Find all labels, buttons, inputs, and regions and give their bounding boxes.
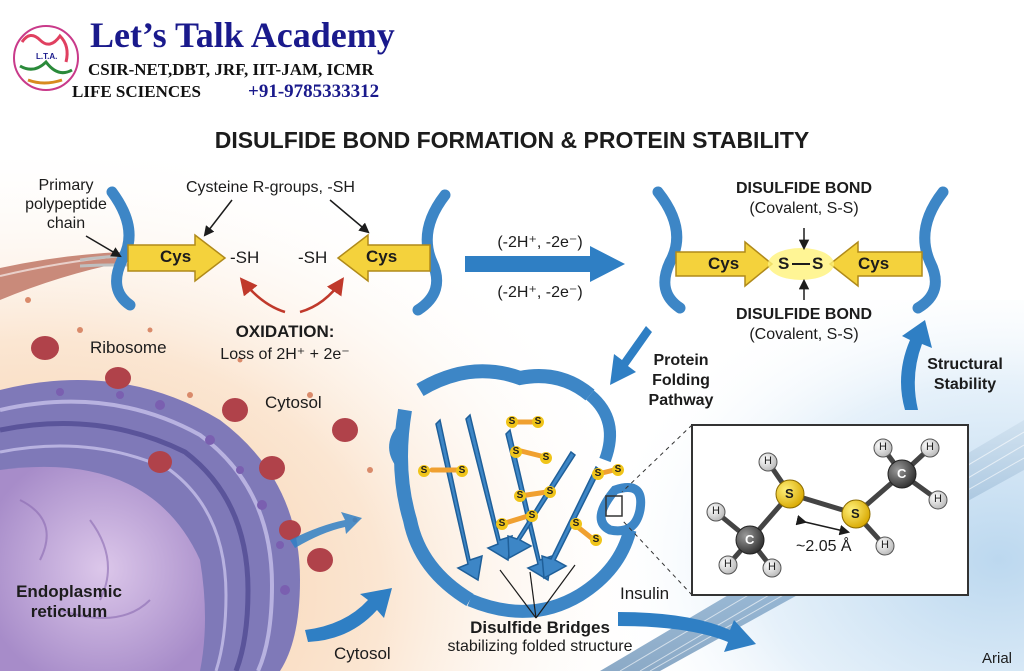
- protein-bridge-s-1: S: [532, 416, 544, 428]
- protein-bridge-s-12: S: [570, 518, 582, 530]
- reaction-label-bottom: (-2H⁺, -2e⁻): [497, 284, 583, 301]
- atom-label-h7: H: [926, 441, 934, 453]
- atom-label-c2: C: [897, 466, 907, 481]
- bridges-sub: stabilizing folded structure: [447, 638, 633, 655]
- protein-bridge-s-10: S: [496, 518, 508, 530]
- protein-bridge-s-9: S: [612, 464, 624, 476]
- folding-pathway-2: Folding: [652, 372, 710, 389]
- atom-label-h4: H: [764, 455, 772, 467]
- folding-pathway-3: Pathway: [648, 392, 714, 409]
- protein-bridge-s-3: S: [540, 452, 552, 464]
- brand-logo: [13, 25, 79, 91]
- protein-bridge-s-11: S: [526, 510, 538, 522]
- protein-bridge-s-5: S: [456, 465, 468, 477]
- label-primary-chain-2: polypeptide: [25, 196, 107, 213]
- protein-bridge-s-8: S: [592, 468, 604, 480]
- label-cys-left: Cys: [160, 247, 192, 266]
- reaction-arrow: [465, 246, 625, 282]
- brand-phone: +91-9785333312: [248, 81, 380, 102]
- bond-sub-bottom: (Covalent, S-S): [749, 326, 859, 343]
- protein-bridge-s-4: S: [418, 465, 430, 477]
- oxidation-detail: Loss of 2H⁺ + 2e⁻: [220, 346, 350, 363]
- label-cys-joined-left: Cys: [708, 254, 740, 273]
- label-primary-chain-1: Primary: [38, 177, 94, 194]
- bond-title-top: DISULFIDE BOND: [736, 180, 872, 197]
- corner-label: Arial: [982, 650, 1013, 667]
- label-cys-right: Cys: [366, 247, 398, 266]
- atom-label-s2: S: [851, 506, 860, 521]
- logo-text: L.T.A.: [36, 52, 58, 61]
- atom-label-h1: H: [712, 505, 720, 517]
- label-distance: ~2.05 Å: [796, 538, 852, 555]
- atom-label-s1: S: [785, 486, 794, 501]
- protein-bridge-s-7: S: [544, 486, 556, 498]
- label-sh-left: -SH: [230, 248, 260, 267]
- atom-label-h6: H: [879, 441, 887, 453]
- structural-stability-2: Stability: [933, 376, 997, 393]
- atom-label-h3: H: [768, 561, 776, 573]
- brand-name: Let’s Talk Academy: [90, 15, 395, 55]
- label-er-2: reticulum: [30, 602, 108, 621]
- oxidation-title: OXIDATION:: [235, 322, 335, 341]
- bond-title-bottom: DISULFIDE BOND: [736, 306, 872, 323]
- disulfide-joined-chains: [652, 186, 949, 314]
- cysteine-right-chain: [336, 189, 451, 316]
- label-cys-joined-right: Cys: [858, 254, 890, 273]
- atom-label-c1: C: [745, 532, 755, 547]
- bridges-title: Disulfide Bridges: [470, 618, 610, 637]
- label-s-left: S: [778, 254, 790, 273]
- protein-bridge-s-0: S: [506, 416, 518, 428]
- label-sh-right: -SH: [298, 248, 328, 267]
- brand-subject: LIFE SCIENCES: [72, 82, 201, 101]
- atom-label-h8: H: [934, 493, 942, 505]
- er-ribosomes: [56, 388, 290, 595]
- atom-label-h5: H: [881, 539, 889, 551]
- label-cytosol-bottom: Cytosol: [334, 644, 391, 663]
- label-er-1: Endoplasmic: [16, 582, 122, 601]
- protein-bridge-s-6: S: [514, 490, 526, 502]
- atom-label-h2: H: [724, 558, 732, 570]
- molecule-inset: [605, 424, 969, 596]
- cell-er-region: [0, 380, 300, 671]
- label-insulin: Insulin: [620, 584, 670, 603]
- label-cytosol-top: Cytosol: [265, 393, 322, 412]
- bond-sub-top: (Covalent, S-S): [749, 200, 859, 217]
- protein-bridge-s-13: S: [590, 534, 602, 546]
- label-primary-chain-3: chain: [46, 215, 86, 232]
- structural-stability-1: Structural: [927, 356, 1003, 373]
- label-ribosome: Ribosome: [90, 338, 167, 357]
- label-s-right: S: [812, 254, 824, 273]
- reaction-label-top: (-2H⁺, -2e⁻): [497, 234, 583, 251]
- brand-exams: CSIR-NET,DBT, JRF, IIT-JAM, ICMR: [88, 60, 374, 79]
- folding-pathway-1: Protein: [653, 352, 709, 369]
- label-r-groups: Cysteine R-groups, -SH: [186, 179, 355, 196]
- protein-bridge-s-2: S: [510, 446, 522, 458]
- page-title: DISULFIDE BOND FORMATION & PROTEIN STABI…: [214, 127, 810, 153]
- cysteine-left-chain: [106, 186, 227, 311]
- free-ribosomes: [31, 336, 358, 572]
